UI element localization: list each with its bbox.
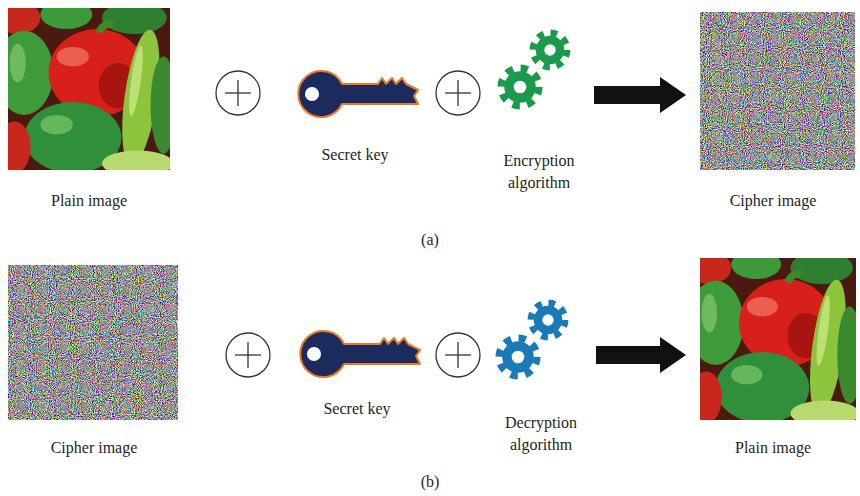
key-icon — [300, 331, 420, 377]
panel-label: (b) — [410, 472, 450, 492]
node-caption: Encryption algorithm — [484, 150, 594, 194]
node-caption: Plain image — [6, 190, 172, 212]
node-caption: Decryption algorithm — [486, 412, 596, 456]
algorithm-node: Decryption algorithm — [486, 290, 596, 456]
node-caption: Cipher image — [6, 437, 182, 459]
node-caption: Plain image — [686, 437, 860, 459]
image-node: Cipher image — [6, 265, 182, 459]
node-caption: Cipher image — [686, 190, 860, 212]
block-arrow — [596, 337, 686, 373]
gear-icon — [533, 33, 567, 67]
image-node: Plain image — [686, 258, 860, 459]
image-node: Plain image — [6, 8, 172, 212]
plain-image-picture — [688, 250, 860, 427]
image-node: Cipher image — [686, 12, 860, 212]
key-icon — [298, 71, 418, 117]
plus-symbol — [436, 71, 480, 115]
cipher-image-picture — [700, 12, 855, 170]
key-node: Secret key — [290, 318, 424, 420]
key-node: Secret key — [288, 62, 422, 166]
plus-symbol — [216, 71, 260, 115]
gear-icon — [531, 303, 565, 337]
gear-icon — [501, 68, 539, 106]
plus-symbol — [226, 333, 270, 377]
node-caption: Secret key — [288, 144, 422, 166]
panel-label: (a) — [410, 230, 450, 250]
block-arrow — [594, 77, 686, 113]
algorithm-node: Encryption algorithm — [484, 28, 594, 194]
plus-symbol — [436, 333, 480, 377]
gear-icon — [499, 338, 537, 376]
plain-image-picture — [0, 0, 176, 176]
cipher-image-picture — [8, 265, 178, 420]
node-caption: Secret key — [290, 398, 424, 420]
